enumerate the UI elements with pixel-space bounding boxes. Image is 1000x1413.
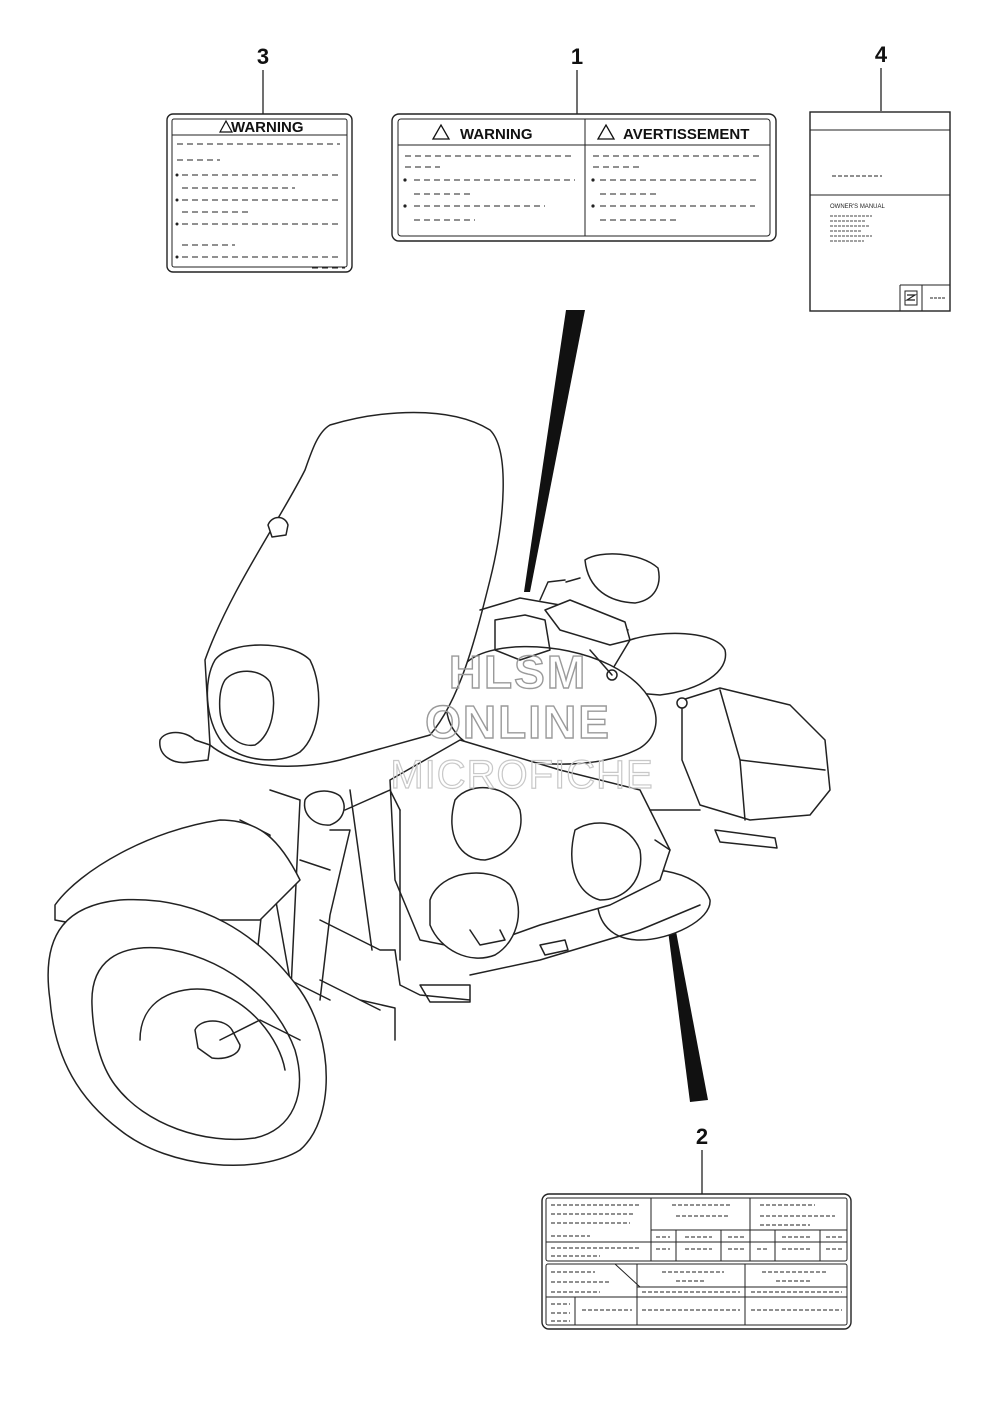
- watermark-line-1: HLSM: [449, 646, 587, 698]
- label-1-avertissement-title: AVERTISSEMENT: [623, 126, 749, 143]
- callout-2: 2: [696, 1124, 708, 1149]
- callout-3: 3: [257, 44, 269, 69]
- watermark: HLSM ONLINE MICROFICHE: [390, 645, 654, 797]
- turn-signal-right: [303, 790, 345, 826]
- label-1-warning-avertissement: WARNING AVERTISSEMENT: [391, 113, 777, 242]
- label-3-title: WARNING: [231, 119, 304, 136]
- motorcycle-illustration: [47, 411, 831, 1167]
- mirror: [584, 553, 660, 604]
- saddlebag: [681, 687, 831, 821]
- warning-triangle-icon: [596, 123, 616, 140]
- callout-1: 1: [571, 44, 583, 69]
- turn-signal-left: [159, 731, 211, 764]
- label-3-warning: WARNING: [166, 113, 353, 273]
- warning-triangle-icon: [218, 119, 234, 133]
- label-4-owners-manual: OWNER'S MANUAL: [809, 111, 951, 312]
- front-wheel: [47, 898, 327, 1167]
- callout-4: 4: [875, 42, 888, 67]
- label-2-specification: [541, 1193, 852, 1330]
- watermark-line-2: ONLINE: [425, 696, 611, 748]
- warning-triangle-icon: [431, 123, 451, 140]
- air-cleaner: [451, 786, 522, 861]
- watermark-line-3: MICROFICHE: [390, 753, 653, 797]
- label-4-caption: OWNER'S MANUAL: [830, 204, 885, 210]
- pointer-label-1: [524, 310, 585, 592]
- fuel-tank: [445, 645, 657, 765]
- label-1-warning-title: WARNING: [460, 126, 533, 143]
